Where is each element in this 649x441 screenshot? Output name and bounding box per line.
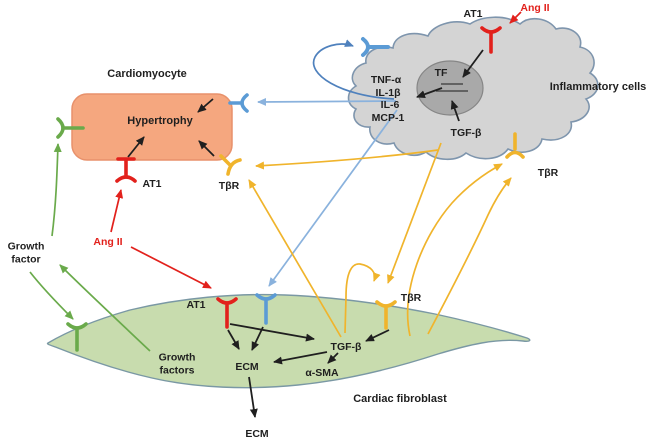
cytokine-tnfa-label: TNF-α xyxy=(370,73,402,86)
arrow-fb-tgfb-autocrine-to-fibroblast-tbr xyxy=(344,263,381,334)
cardiomyocyte-label: Cardiomyocyte xyxy=(107,67,187,80)
arrow-cytokines-autocrine-to-inflammatory-receptor xyxy=(312,39,395,100)
at1-label-fibroblast: AT1 xyxy=(186,298,206,311)
arrow-tbr-to-hypertrophy xyxy=(198,140,215,157)
tgfb-label-fibroblast: TGF-β xyxy=(330,340,362,353)
tgfb-label-inflammatory: TGF-β xyxy=(450,126,482,139)
arrow-fb-receptors-to-tgfb xyxy=(229,323,315,342)
arrow-growth-factor-to-fibroblast-receptor xyxy=(29,271,74,320)
arrow-angII-to-at1-fibroblast xyxy=(130,246,212,289)
arrow-fibroblast-growth-factors-to-growth-factor xyxy=(59,264,151,352)
tbr-label-inflammatory: TβR xyxy=(537,166,559,179)
arrow-at1-to-hypertrophy xyxy=(127,136,145,158)
arrow-tgfb-to-ecm xyxy=(273,351,328,365)
arrow-angII-to-at1-inflammatory xyxy=(509,11,522,24)
cytokine-receptor-inflammatory-icon xyxy=(361,37,390,57)
cytokine-il6-label: IL-6 xyxy=(380,98,400,111)
arrow-angII-to-at1-cardiomyocyte xyxy=(110,189,124,233)
cytokine-receptor-fibroblast-icon xyxy=(255,293,277,325)
cardiac-fibroblast-label: Cardiac fibroblast xyxy=(353,392,447,405)
nucleus xyxy=(416,60,484,116)
fibroblast-body xyxy=(46,293,531,389)
arrow-ecm-secretion xyxy=(248,376,258,418)
at1-receptor-inflammatory-icon xyxy=(480,26,502,54)
at1-label-inflammatory: AT1 xyxy=(463,7,483,20)
hypertrophy-label: Hypertrophy xyxy=(127,114,193,127)
at1-receptor-cardiomyocyte-icon xyxy=(115,157,137,183)
growth-factor-receptor-fibroblast-icon xyxy=(66,322,88,352)
asma-label: α-SMA xyxy=(305,366,339,379)
arrow-ic-tgfb-to-nucleus xyxy=(450,100,460,122)
arrow-fb-tbr-to-tgfb xyxy=(365,329,390,342)
arrow-cytokines-to-cardiomyocyte-receptor xyxy=(257,97,397,106)
ecm-label-fibroblast: ECM xyxy=(235,360,259,373)
arrow-cytokines-to-fibroblast-receptor xyxy=(268,109,398,287)
cytokine-il1b-label: IL-1β xyxy=(375,86,401,99)
tbr-label-fibroblast: TβR xyxy=(400,291,422,304)
tbr-receptor-inflammatory-icon xyxy=(505,132,525,159)
tbr-label-cardiomyocyte: TβR xyxy=(218,179,240,192)
arrow-nucleus-to-cytokines xyxy=(416,87,443,99)
arrow-ic-at1-to-nucleus xyxy=(462,49,484,78)
ecm-label-secreted: ECM xyxy=(245,427,269,440)
arrow-ic-tgfb-to-cardiomyocyte-tbr xyxy=(255,149,439,170)
tf-label: TF xyxy=(434,66,448,79)
arrow-cytokine-receptor-to-hypertrophy xyxy=(197,98,214,113)
cytokine-mcp1-label: MCP-1 xyxy=(371,111,405,124)
growth-factor-receptor-cardiomyocyte-icon xyxy=(56,117,85,139)
arrow-fb-at1-to-ecm xyxy=(227,329,240,350)
tbr-receptor-cardiomyocyte-icon xyxy=(219,154,242,176)
arrow-fb-cytokine-receptor-to-ecm xyxy=(251,326,264,351)
arrow-fb-tgfb-to-inflammatory-tbr-1 xyxy=(406,163,503,337)
cytokine-receptor-cardiomyocyte-icon xyxy=(228,93,249,113)
growth-factors-label: Growth factors xyxy=(158,351,196,377)
growth-factor-label: Growth factor xyxy=(7,240,45,266)
arrow-growth-factor-to-cardiomyocyte-receptor xyxy=(51,143,62,237)
arrow-tgfb-to-asma xyxy=(327,352,339,364)
inflammatory-cells-label: Inflammatory cells xyxy=(549,80,647,93)
arrow-fb-tgfb-to-cardiomyocyte-tbr xyxy=(248,179,342,338)
at1-label-cardiomyocyte: AT1 xyxy=(142,177,162,190)
tbr-receptor-fibroblast-icon xyxy=(375,300,397,330)
at1-receptor-fibroblast-icon xyxy=(216,297,238,329)
angII-label-mid: Ang II xyxy=(93,235,123,248)
arrow-fb-tgfb-to-inflammatory-tbr-2 xyxy=(427,177,512,335)
arrow-ic-tgfb-to-fibroblast-tbr xyxy=(387,142,442,284)
angII-label-top: Ang II xyxy=(520,1,550,14)
